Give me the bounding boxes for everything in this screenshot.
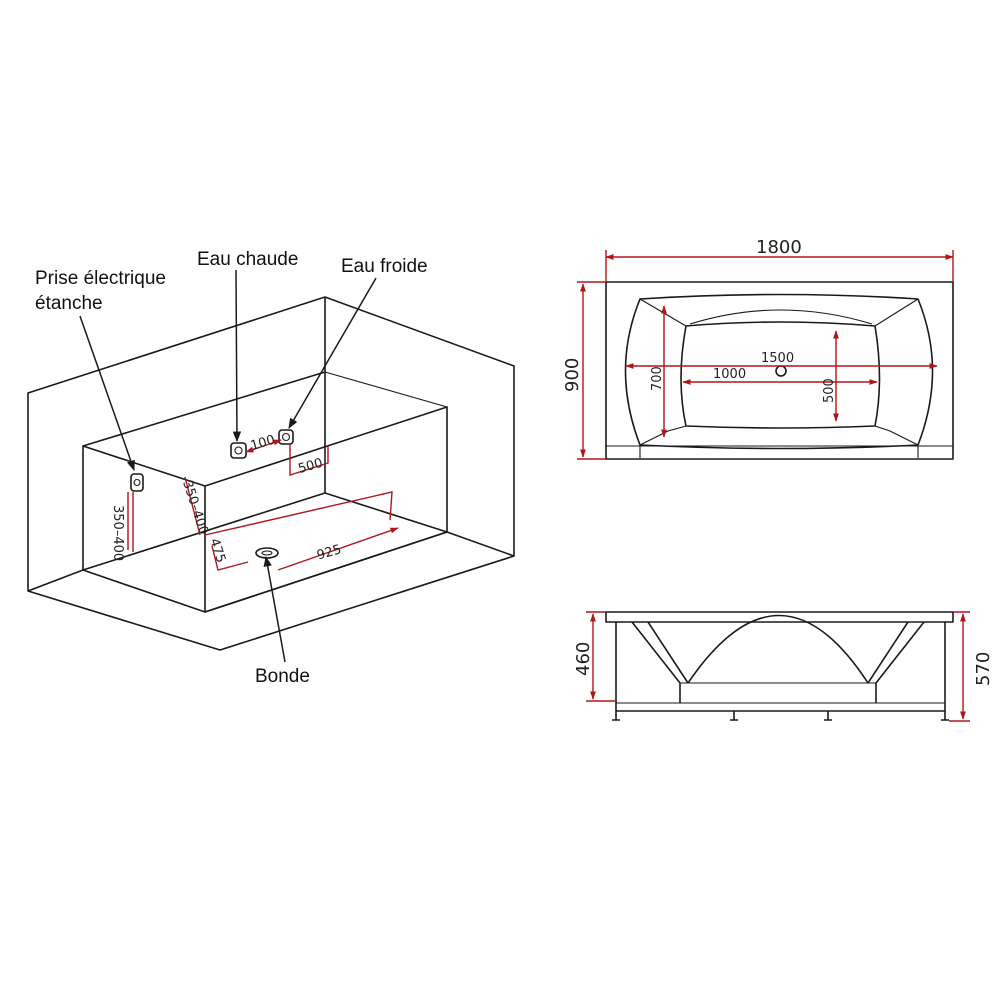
electric-socket — [130, 473, 144, 492]
label-drain: Bonde — [255, 666, 310, 687]
tub-front-face — [82, 406, 448, 613]
alcove-left-side — [27, 569, 84, 592]
cold-water-outlet — [278, 429, 294, 445]
dim-floor-length: 1000 — [713, 367, 746, 382]
top-drain — [775, 365, 787, 377]
leader-hot-water — [232, 269, 242, 443]
dim-length: 1800 — [756, 237, 802, 258]
iso-dimensions — [127, 439, 399, 571]
drain — [255, 547, 279, 559]
side-rim — [605, 611, 954, 623]
label-cold-water: Eau froide — [341, 256, 428, 277]
top-outer-rim — [605, 281, 954, 460]
label-socket: Prise électrique — [35, 268, 166, 289]
leader-cold-water — [288, 277, 377, 429]
room-back-wall — [27, 296, 515, 651]
alcove-right-side — [446, 531, 515, 557]
isometric-room-view: 100 500 350–400 350–400 475 925 Prise él… — [27, 249, 515, 687]
side-arch — [687, 614, 869, 684]
dim-inner-length: 1500 — [761, 351, 794, 366]
leader-drain — [263, 555, 286, 663]
hot-water-outlet — [230, 442, 247, 459]
dim-pipe-height: 350–400 — [179, 479, 211, 537]
label-socket-line2: étanche — [35, 293, 103, 314]
side-frame — [615, 622, 946, 712]
side-legs — [612, 711, 949, 721]
label-hot-water: Eau chaude — [197, 249, 298, 270]
top-view: 1800 900 1500 1000 700 500 — [562, 237, 954, 460]
side-view: 460 570 — [573, 611, 994, 722]
side-shell — [631, 621, 925, 703]
dim-drain-side: 925 — [315, 542, 343, 563]
top-front-apron — [606, 445, 953, 458]
dim-width: 900 — [562, 358, 583, 392]
tub-top-edge — [324, 371, 448, 408]
dim-pipe-offset: 500 — [297, 456, 325, 477]
dim-drain-wall: 475 — [206, 537, 228, 565]
top-headrest-arch — [689, 309, 873, 325]
top-floor — [680, 321, 881, 429]
dim-total-height: 570 — [973, 652, 994, 686]
dim-pipe-spacing: 100 — [249, 433, 277, 454]
dim-floor-width: 500 — [822, 378, 837, 403]
leader-socket — [79, 315, 135, 471]
dim-rim-height: 460 — [573, 642, 594, 676]
dim-socket-height: 350–400 — [110, 505, 125, 561]
dim-inner-width: 700 — [650, 366, 665, 391]
